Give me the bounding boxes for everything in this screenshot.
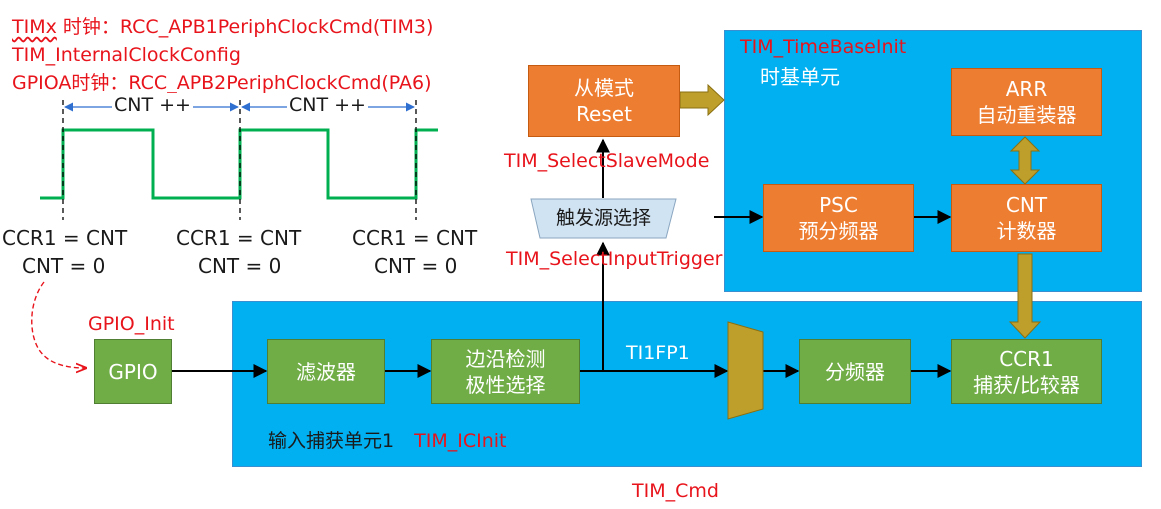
gpio-block: GPIO: [94, 339, 172, 404]
arr-label: ARR: [1005, 77, 1048, 101]
ccr-eq-cnt-label-3: CCR1 = CNT: [352, 226, 478, 250]
time-base-init-label: TIM_TimeBaseInit: [740, 36, 907, 58]
cnt-zero-label-2: CNT = 0: [198, 254, 282, 278]
select-input-trigger-label: TIM_SelectInputTrigger: [506, 248, 723, 270]
gpio-block-label: GPIO: [108, 359, 158, 384]
tim-clock-note: TIMx 时钟：RCC_APB1PeriphClockCmd(TIM3): [12, 16, 433, 38]
tim-cmd-label: TIM_Cmd: [632, 480, 719, 502]
arr-cnt-double-arrow: [1009, 136, 1041, 185]
counter-label: 计数器: [996, 219, 1057, 243]
filter-label: 滤波器: [296, 359, 356, 384]
psc-block: PSC 预分频器: [763, 184, 914, 252]
time-base-unit-label: 时基单元: [760, 65, 840, 89]
ccr1-block: CCR1 捕获/比较器: [951, 339, 1102, 404]
edge-detect-block: 边沿检测 极性选择: [431, 339, 580, 404]
cnt-label: CNT: [1005, 193, 1048, 217]
slave-mode-block: 从模式 Reset: [528, 65, 680, 137]
cnt-increment-label-1: CNT ++: [112, 93, 193, 117]
input-capture-unit-label: 输入捕获单元1 TIM_ICInit: [268, 429, 507, 453]
filter-block: 滤波器: [267, 339, 385, 404]
multiplexer: [727, 321, 764, 420]
tim-clock-rest: 时钟：RCC_APB1PeriphClockCmd(TIM3): [56, 16, 434, 38]
ti1fp1-label: TI1FP1: [626, 342, 690, 364]
gpio-clock-note: GPIOA时钟：RCC_APB2PeriphClockCmd(PA6): [12, 72, 432, 94]
capture-waveform: [40, 128, 438, 200]
slave-mode-label: 从模式: [574, 76, 634, 100]
divider-block: 分频器: [799, 339, 911, 404]
cnt-block: CNT 计数器: [951, 184, 1102, 252]
psc-label: PSC: [819, 193, 858, 217]
select-slave-mode-label: TIM_SelectSlaveMode: [504, 150, 710, 172]
arr-block: ARR 自动重装器: [951, 68, 1102, 136]
auto-reload-label: 自动重装器: [976, 103, 1077, 127]
trigger-source-select-shape: [530, 198, 677, 239]
pin-to-gpio-curve: [31, 281, 86, 368]
tim-icinit-label: TIM_ICInit: [414, 430, 507, 452]
cnt-increment-label-2: CNT ++: [287, 93, 368, 117]
capture-compare-label: 捕获/比较器: [973, 372, 1080, 397]
polarity-select-label: 极性选择: [465, 372, 546, 397]
ccr-eq-cnt-label-2: CCR1 = CNT: [176, 226, 302, 250]
internal-clock-config-note: TIM_InternalClockConfig: [12, 44, 241, 66]
cnt-to-ccr1-arrow: [1008, 253, 1042, 339]
cnt-zero-label-1: CNT = 0: [22, 254, 106, 278]
input-capture-unit-name: 输入捕获单元1: [268, 430, 395, 452]
edge-detect-label: 边沿检测: [465, 346, 546, 371]
prescaler-label: 预分频器: [798, 219, 879, 243]
cnt-zero-label-3: CNT = 0: [374, 254, 458, 278]
slave-reset-block-arrow: [679, 83, 725, 117]
gpio-init-label: GPIO_Init: [88, 313, 175, 335]
tim-clock-prefix: TIMx: [12, 16, 57, 38]
ccr-eq-cnt-label-1: CCR1 = CNT: [2, 226, 128, 250]
trigger-source-label: 触发源选择: [555, 207, 651, 229]
ccr1-label: CCR1: [999, 346, 1054, 371]
slave-reset-label: Reset: [576, 102, 632, 126]
divider-label: 分频器: [825, 359, 885, 384]
